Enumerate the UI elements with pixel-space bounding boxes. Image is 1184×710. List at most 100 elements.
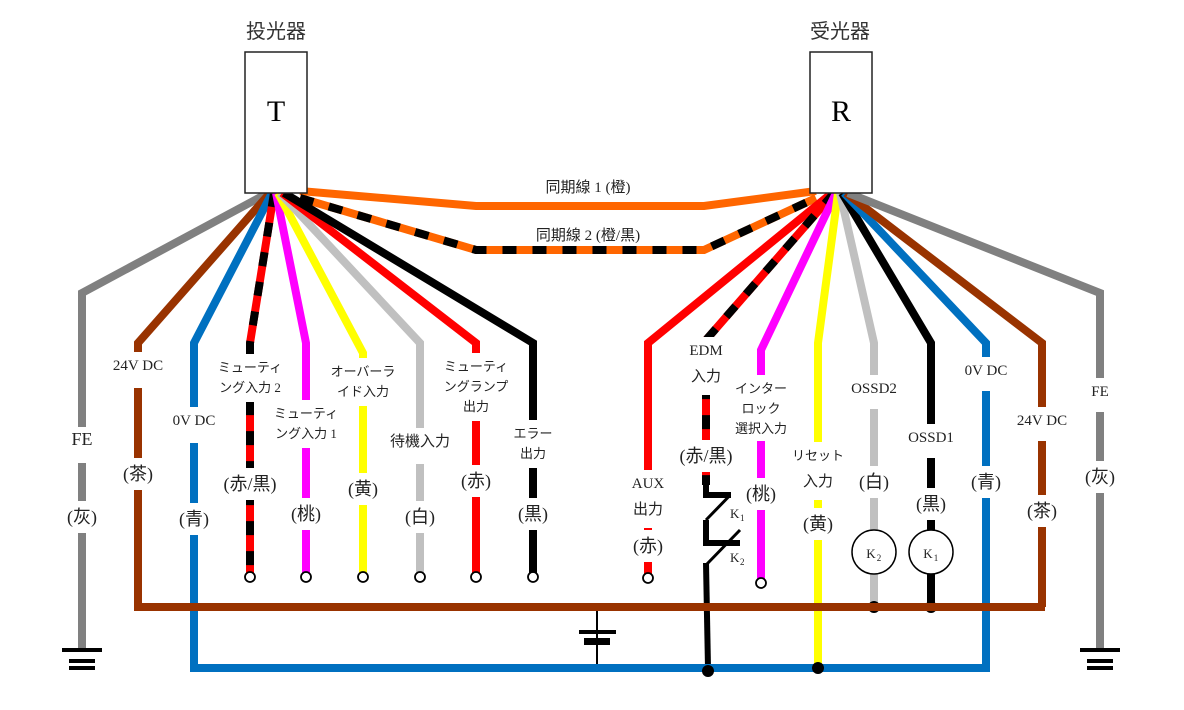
- label-gap: [276, 400, 336, 448]
- relay-coil-label: K: [923, 546, 933, 561]
- emitter-wire-standby-terminal: [414, 571, 426, 583]
- label-gap: [901, 488, 961, 520]
- receiver-box: [809, 51, 873, 194]
- receiver-wire-aux-terminal: [642, 572, 654, 584]
- receiver-wire-reset: [814, 192, 842, 668]
- label-gap: [108, 458, 168, 490]
- emitter-wire-override-label: オーバーラ: [331, 364, 396, 379]
- label-gap: [503, 498, 563, 530]
- label-gap: [503, 420, 563, 468]
- label-gap: [1070, 461, 1130, 493]
- emitter-wire-override-label: イド入力: [337, 384, 389, 399]
- receiver-letter: R: [831, 95, 851, 128]
- label-gap: [844, 466, 904, 498]
- junction-dot: [812, 662, 824, 674]
- emitter-wire-0v-color: (青): [179, 509, 209, 530]
- emitter-wire-24v-color: (茶): [123, 464, 153, 485]
- emitter-wire-mutinglamp-color: (赤): [461, 471, 491, 492]
- receiver-wire-edm-label: 入力: [691, 368, 721, 385]
- label-gap: [618, 530, 678, 562]
- receiver-wire-0v-color: (青): [971, 472, 1001, 493]
- label-gap: [220, 354, 280, 402]
- receiver-wire-reset-label: 入力: [803, 473, 833, 490]
- emitter-wire-error-label: エラー: [513, 426, 552, 441]
- emitter-wire-muting1-terminal: [300, 571, 312, 583]
- emitter-wire-override-color: (黄): [348, 479, 378, 500]
- emitter-wire-mutinglamp-label: ミューティ: [444, 359, 508, 374]
- label-gap: [956, 466, 1016, 498]
- ground-icon: [1080, 648, 1120, 652]
- label-gap: [108, 352, 168, 388]
- power-supply-plate-long: [579, 630, 616, 634]
- emitter-wire-standby: [277, 190, 424, 577]
- relay-coil-label: K: [866, 546, 876, 561]
- contact-k2-fixed: [703, 520, 740, 546]
- receiver-wire-aux-label: AUX: [632, 476, 665, 492]
- receiver-wire-fe-label: FE: [1091, 384, 1109, 400]
- label-gap: [446, 353, 506, 421]
- label-gap: [616, 470, 680, 528]
- label-gap: [333, 473, 393, 505]
- relay-coil-K2: [851, 529, 897, 575]
- label-gap: [390, 501, 450, 533]
- receiver-wire-edm-stripe: [702, 190, 838, 485]
- label-gap: [954, 357, 1018, 391]
- label-gap: [390, 428, 450, 464]
- relay-coil-K1: [908, 529, 954, 575]
- receiver-wire-interlock-color: (桃): [746, 484, 776, 505]
- label-gap: [164, 407, 224, 443]
- emitter-letter: T: [267, 95, 285, 128]
- label-gap: [731, 478, 791, 510]
- emitter-wire-0v: [190, 191, 276, 668]
- emitter-wire-24v-label: 24V DC: [113, 358, 163, 374]
- label-gap: [1010, 407, 1074, 441]
- label-gap: [446, 465, 506, 497]
- label-gap: [788, 508, 848, 540]
- emitter-wire-muting2-label: ング入力 2: [219, 380, 281, 395]
- label-gap: [676, 440, 736, 472]
- emitter-wire-fe-color: (灰): [67, 507, 97, 528]
- label-gap: [52, 501, 112, 533]
- label-gap: [1012, 495, 1072, 527]
- receiver-wire-edm-color: (赤/黒): [680, 446, 733, 467]
- label-gap: [899, 424, 963, 458]
- label-gap: [729, 375, 793, 441]
- emitter-wire-muting2-color: (赤/黒): [224, 474, 277, 495]
- emitter-wire-standby-color: (白): [405, 507, 435, 528]
- relay-coil-sub: 1: [934, 553, 939, 563]
- edm-return-wire: [703, 562, 711, 669]
- receiver-wire-ossd2-color: (白): [859, 472, 889, 493]
- emitter-box: [244, 51, 308, 194]
- receiver-wire-fe-color: (灰): [1085, 467, 1115, 488]
- receiver-title: 受光器: [810, 20, 870, 43]
- contact-label-K1: K: [730, 506, 740, 521]
- ground-icon-bar: [69, 659, 95, 663]
- sync-line-2-label: 同期線 2 (橙/黒): [536, 227, 640, 244]
- label-gap: [786, 442, 850, 500]
- emitter-wire-mutinglamp: [279, 189, 480, 577]
- receiver-wire-0v: [841, 190, 990, 668]
- receiver-wire-aux-color: (赤): [633, 536, 663, 557]
- receiver-wire-24v-color: (茶): [1027, 501, 1057, 522]
- emitter-wire-mutinglamp-label: 出力: [463, 399, 489, 414]
- contact-k2-blade: [704, 528, 742, 567]
- receiver-wire-ossd2-label: OSSD2: [851, 381, 897, 397]
- receiver-wire-0v-label: 0V DC: [965, 363, 1008, 379]
- receiver-wire-aux-label: 出力: [633, 501, 663, 518]
- receiver-wire-ossd2: [836, 192, 878, 607]
- label-gap: [674, 337, 738, 395]
- contact-sub: 2: [740, 557, 745, 567]
- receiver-wire-reset-color: (黄): [803, 514, 833, 535]
- emitter-wire-override-terminal: [357, 571, 369, 583]
- label-gap: [333, 358, 393, 406]
- emitter-wire-error-label: 出力: [520, 446, 546, 461]
- receiver-wire-edm-label: EDM: [689, 343, 722, 359]
- emitter-title: 投光器: [246, 20, 306, 43]
- receiver-wire-ossd1-label: OSSD1: [908, 430, 954, 446]
- emitter-wire-0v-label: 0V DC: [173, 413, 216, 429]
- label-gap: [164, 503, 224, 535]
- receiver-wire-24v-label: 24V DC: [1017, 413, 1067, 429]
- emitter-wire-mutinglamp-label: ングランプ: [444, 379, 509, 394]
- receiver-wire-interlock-terminal: [755, 577, 767, 589]
- receiver-wire-reset-label: リセット: [792, 448, 844, 463]
